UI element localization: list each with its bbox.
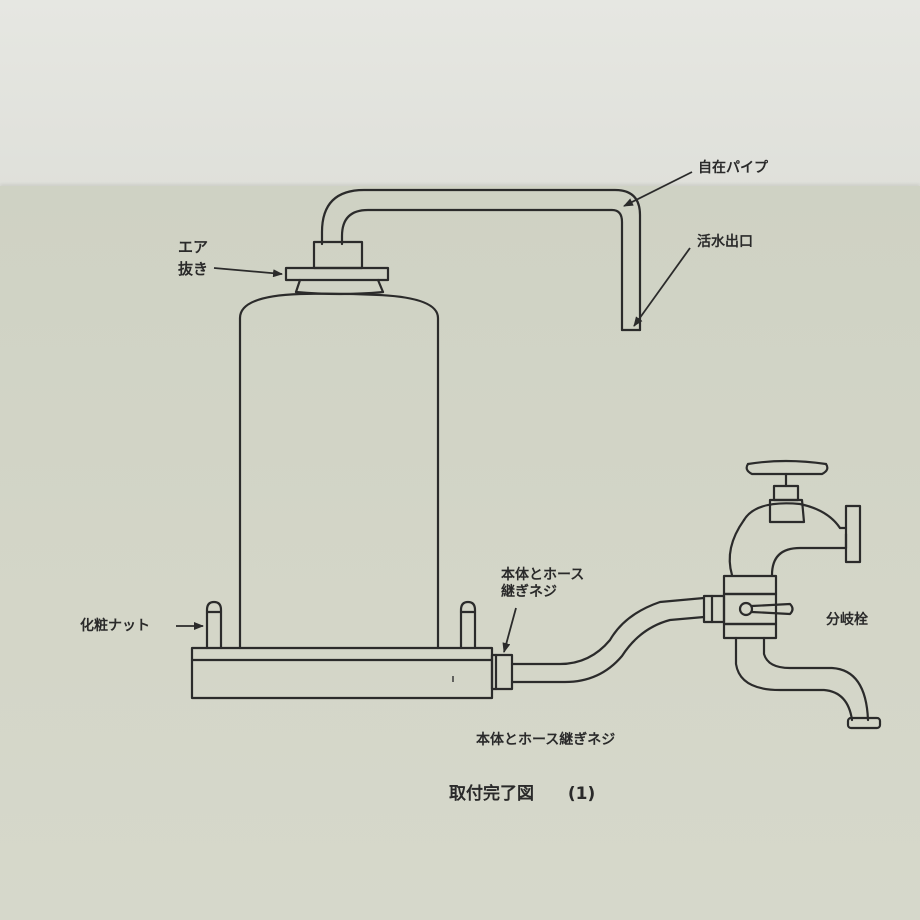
cosmetic-nuts [205, 600, 477, 650]
label-cosmetic-nut: 化粧ナット [80, 618, 150, 634]
arrow-hose-connector [502, 607, 517, 653]
label-active-water-outlet: 活水出口 [697, 234, 753, 250]
label-connector-top-line2: 継ぎネジ [501, 584, 557, 600]
label-connector-top: 本体とホース 継ぎネジ [501, 567, 584, 601]
body-hose-connector [490, 653, 514, 691]
top-fitting [284, 240, 390, 296]
arrow-active-water-outlet [633, 247, 691, 327]
branch-faucet [702, 459, 882, 730]
label-air-vent-line1: エア [178, 238, 209, 256]
figure-caption: 取付完了図 (1) [449, 779, 595, 804]
filter-body [238, 292, 440, 650]
paper-top-sheet [0, 0, 920, 192]
flexible-pipe [320, 188, 642, 332]
label-air-vent-line2: 抜き [178, 260, 209, 278]
paper-main-sheet [0, 186, 920, 920]
figure-caption-title: 取付完了図 [449, 784, 534, 804]
label-air-vent: エア 抜き [178, 236, 212, 280]
label-branch-faucet: 分岐栓 [826, 612, 868, 628]
label-flexible-pipe: 自在パイプ [698, 160, 768, 176]
arrow-flexible-pipe [623, 171, 693, 207]
label-connector-top-line1: 本体とホース [501, 567, 585, 583]
arrow-air-vent [213, 267, 283, 278]
hose [510, 596, 706, 684]
label-connector-bottom: 本体とホース継ぎネジ [476, 732, 616, 748]
figure-caption-number: (1) [567, 784, 596, 804]
base [190, 646, 494, 700]
